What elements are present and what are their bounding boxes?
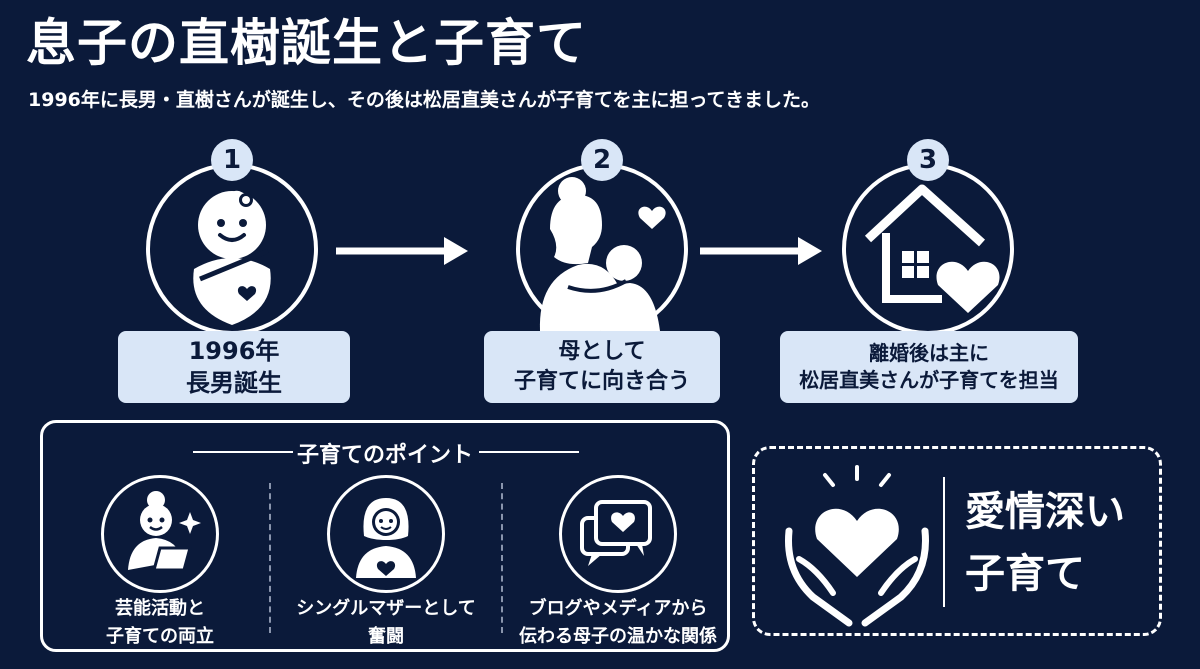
point-1-line2: 子育ての両立: [106, 626, 214, 647]
step-2: 2 母として 子育てに向き合う: [484, 135, 724, 405]
working-mother-icon: [128, 491, 201, 572]
step-2-label: 母として 子育てに向き合う: [484, 331, 720, 403]
step-2-line2: 子育てに向き合う: [513, 369, 690, 394]
step-3-number: 3: [907, 139, 949, 181]
hands-heart-icon: [785, 465, 929, 627]
point-item: 芸能活動と 子育ての両立: [49, 475, 271, 650]
title-rule-left: [193, 451, 293, 453]
column-divider: [501, 483, 503, 633]
single-mother-icon: [356, 498, 416, 578]
point-2-line2: 奮闘: [368, 626, 404, 647]
step-2-line1: 母として: [558, 339, 646, 365]
column-divider: [269, 483, 271, 633]
arrow-icon: [700, 237, 822, 265]
highlight-text: 愛情深い 子育て: [965, 481, 1125, 605]
point-1-line1: 芸能活動と: [115, 598, 205, 619]
parenting-points-panel: 子育てのポイント 芸能活動と 子育ての両立: [40, 420, 730, 652]
point-1-circle: [101, 475, 219, 593]
point-2-text: シングルマザーとして 奮闘: [275, 595, 497, 651]
point-3-line1: ブログやメディアから: [528, 598, 708, 619]
step-3: 3 離婚後は主に 松居直美さんが子育てを担当: [780, 135, 1080, 405]
point-1-text: 芸能活動と 子育ての両立: [49, 595, 271, 651]
arrow-icon: [336, 237, 468, 265]
step-1-number: 1: [211, 139, 253, 181]
highlight-line1: 愛情深い: [965, 489, 1125, 535]
step-2-number: 2: [581, 139, 623, 181]
house-heart-icon: [864, 184, 1000, 313]
page-subtitle: 1996年に長男・直樹さんが誕生し、その後は松居直美さんが子育てを主に担ってきま…: [28, 89, 820, 111]
chat-heart-icon: [580, 500, 652, 566]
step-1-line1: 1996年: [188, 336, 280, 365]
point-item: シングルマザーとして 奮闘: [275, 475, 497, 650]
step-3-line2: 松居直美さんが子育てを担当: [799, 368, 1059, 392]
point-2-circle: [327, 475, 445, 593]
step-3-ring: [842, 163, 1014, 335]
point-3-circle: [559, 475, 677, 593]
step-2-ring: [516, 163, 688, 335]
highlight-line2: 子育て: [965, 551, 1085, 597]
step-1-ring: [146, 163, 318, 335]
title-rule-right: [479, 451, 579, 453]
point-3-text: ブログやメディアから 伝わる母子の温かな関係: [507, 595, 729, 651]
mother-child-icon: [539, 177, 666, 331]
highlight-panel: 愛情深い 子育て: [752, 446, 1162, 636]
baby-icon: [193, 190, 271, 325]
step-3-line1: 離婚後は主に: [869, 341, 989, 365]
highlight-divider: [943, 477, 945, 607]
point-2-line1: シングルマザーとして: [296, 598, 476, 619]
page-title: 息子の直樹誕生と子育て: [26, 14, 587, 72]
step-1-label: 1996年 長男誕生: [118, 331, 350, 403]
step-3-label: 離婚後は主に 松居直美さんが子育てを担当: [780, 331, 1078, 403]
step-1-line2: 長男誕生: [186, 369, 282, 397]
step-1: 1 1996年 長男誕生: [110, 135, 360, 405]
point-item: ブログやメディアから 伝わる母子の温かな関係: [507, 475, 729, 650]
point-3-line2: 伝わる母子の温かな関係: [519, 626, 717, 647]
points-title: 子育てのポイント: [296, 443, 473, 468]
